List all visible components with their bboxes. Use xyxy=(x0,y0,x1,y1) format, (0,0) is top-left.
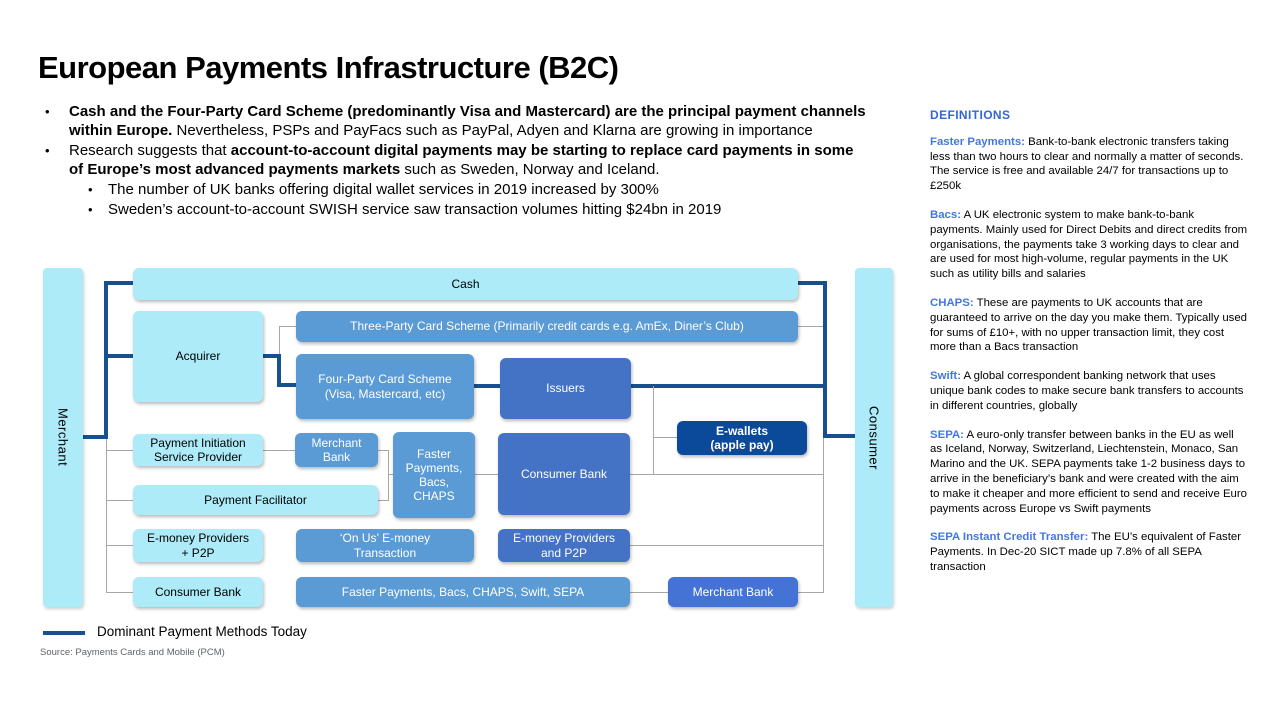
connector-trunk-acquirer xyxy=(108,354,133,358)
box-merchant-bank-bottom: Merchant Bank xyxy=(668,577,798,607)
connector-cash-righttrunk xyxy=(798,281,827,285)
bullet-marker: • xyxy=(88,202,93,217)
box-on-us-emoney-transaction: ‘On Us’ E-money Transaction xyxy=(296,529,474,562)
connector-merchant-trunk xyxy=(83,435,106,439)
box-payment-facilitator: Payment Facilitator xyxy=(133,485,378,515)
box-acquirer: Acquirer xyxy=(133,311,263,402)
connector-emoney-right xyxy=(630,545,824,546)
box-e-wallets: E-wallets (apple pay) xyxy=(677,421,807,455)
box-faster-payments-bacs-chaps: Faster Payments, Bacs, CHAPS xyxy=(393,432,475,518)
connector-consumerbank-right xyxy=(630,474,824,475)
box-cash: Cash xyxy=(133,268,798,300)
connector-trunk-consumer xyxy=(823,434,855,438)
box-payment-initiation-service-provider: Payment Initiation Service Provider xyxy=(133,434,263,466)
box-four-party-scheme: Four-Party Card Scheme (Visa, Mastercard… xyxy=(296,354,474,419)
page-title: European Payments Infrastructure (B2C) xyxy=(38,50,619,85)
connector-merchantbank-right xyxy=(798,592,824,593)
connector-fourparty-issuers xyxy=(474,384,500,388)
connector-issuers-trunk xyxy=(631,384,827,388)
box-emoney-providers-p2p-right: E-money Providers and P2P xyxy=(498,529,630,562)
sub-bullet-text: Sweden’s account-to-account SWISH servic… xyxy=(108,201,722,218)
connector-trunk-pisp xyxy=(106,450,133,451)
legend-line-swatch xyxy=(43,630,85,635)
definitions-panel: DEFINITIONS Faster Payments: Bank-to-ban… xyxy=(930,108,1248,589)
bullet-marker: • xyxy=(88,182,93,197)
connector-threeparty-right xyxy=(798,326,823,327)
sub-bullet-item: • Sweden’s account-to-account SWISH serv… xyxy=(82,200,870,219)
definition-bacs: Bacs: A UK electronic system to make ban… xyxy=(930,208,1248,281)
box-emoney-providers-p2p-left: E-money Providers + P2P xyxy=(133,529,263,562)
connector-threeparty-left xyxy=(279,326,296,327)
box-issuers: Issuers xyxy=(500,358,631,419)
bullet-item: • Research suggests that account-to-acco… xyxy=(38,141,870,179)
connector-left-trunk xyxy=(104,281,108,439)
definitions-heading: DEFINITIONS xyxy=(930,108,1011,122)
merchant-bar: Merchant xyxy=(43,268,83,607)
source-note: Source: Payments Cards and Mobile (PCM) xyxy=(40,647,225,658)
summary-bullets: • Cash and the Four-Party Card Scheme (p… xyxy=(38,102,870,220)
definition-sepa: SEPA: A euro-only transfer between banks… xyxy=(930,428,1248,515)
connector-merchantbank-bus xyxy=(378,450,389,451)
bullet-text: Research suggests that account-to-accoun… xyxy=(69,142,854,178)
connector-fasterlong-merchantbank xyxy=(630,592,668,593)
connector-trunk-cash xyxy=(108,281,133,285)
connector-ewallet-left xyxy=(653,437,677,438)
definition-sepa-instant: SEPA Instant Credit Transfer: The EU’s e… xyxy=(930,531,1242,573)
box-faster-payments-long: Faster Payments, Bacs, CHAPS, Swift, SEP… xyxy=(296,577,630,607)
connector-left-graytrunk xyxy=(106,439,107,592)
box-merchant-bank-mid: Merchant Bank xyxy=(295,433,378,467)
legend-label: Dominant Payment Methods Today xyxy=(97,624,307,639)
consumer-bar: Consumer xyxy=(855,268,893,607)
connector-trunk-emoney xyxy=(106,545,133,546)
connector-acquirer-elbow xyxy=(263,354,281,358)
sub-bullet-text: The number of UK banks offering digital … xyxy=(108,181,659,198)
connector-faster-consumerbank xyxy=(475,474,498,475)
definition-chaps: CHAPS: These are payments to UK accounts… xyxy=(930,296,1248,354)
box-three-party-scheme: Three-Party Card Scheme (Primarily credi… xyxy=(296,311,798,342)
bullet-item: • Cash and the Four-Party Card Scheme (p… xyxy=(38,102,870,140)
connector-bus-vertical xyxy=(388,450,389,501)
box-consumer-bank-main: Consumer Bank xyxy=(498,433,630,515)
connector-threeparty-drop xyxy=(279,326,280,354)
connector-right-graytrunk xyxy=(823,438,824,592)
box-consumer-bank-left: Consumer Bank xyxy=(133,577,263,607)
bullet-text: Cash and the Four-Party Card Scheme (pre… xyxy=(69,103,866,139)
connector-trunk-consumerbank xyxy=(106,592,133,593)
bullet-marker: • xyxy=(45,143,50,158)
connector-facilitator-bus xyxy=(378,500,389,501)
connector-elbow-down xyxy=(277,354,281,387)
connector-pisp-merchantbank xyxy=(263,450,295,451)
bullet-marker: • xyxy=(45,104,50,119)
connector-ewallet-drop xyxy=(653,386,654,474)
definition-swift: Swift: A global correspondent banking ne… xyxy=(930,370,1244,412)
connector-elbow-fourparty xyxy=(281,383,296,387)
definition-faster-payments: Faster Payments: Bank-to-bank electronic… xyxy=(930,135,1244,193)
connector-bus-faster xyxy=(388,474,394,475)
legend: Dominant Payment Methods Today xyxy=(43,624,307,639)
connector-trunk-facilitator xyxy=(106,500,133,501)
sub-bullet-item: • The number of UK banks offering digita… xyxy=(82,180,870,199)
connector-right-trunk xyxy=(823,281,827,438)
